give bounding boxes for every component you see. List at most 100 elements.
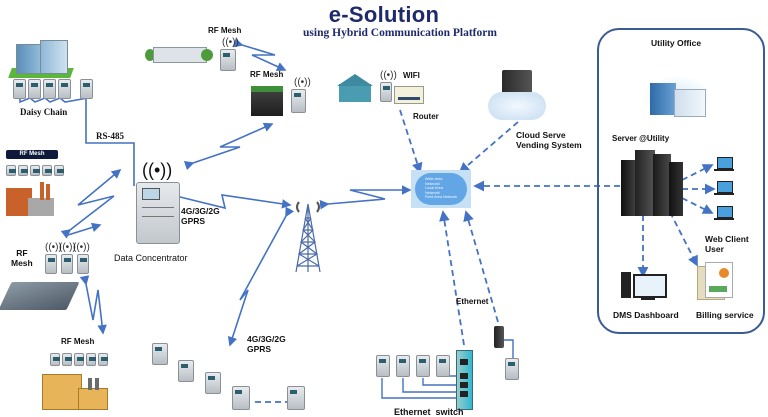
rf-link-concentrator-shop [183, 122, 274, 171]
shop-icon [251, 86, 283, 116]
label-cellular-lower: 4G/3G/2G GPRS [247, 334, 286, 354]
data-concentrator-icon [136, 182, 180, 244]
house-icon [145, 43, 213, 63]
meter-icon [50, 353, 60, 366]
server-web-3 [681, 197, 714, 214]
switch-wire-1 [381, 378, 462, 399]
label-server-utility: Server @Utility [612, 134, 670, 143]
meter-icon [58, 79, 71, 99]
label-ethernet-switch: Ethernet switch [394, 407, 464, 417]
rf-link-factory [60, 168, 122, 239]
wifi-icon: ((•)) [380, 70, 397, 81]
utility-office-title: Utility Office [651, 38, 702, 48]
switch-wire-3 [422, 378, 462, 386]
server-rack-icon [621, 150, 683, 218]
laptop-icon [714, 181, 734, 195]
wifi-icon: ((•)) [294, 77, 311, 88]
cellular-link-lower [227, 206, 295, 347]
label-cellular-upper: 4G/3G/2G GPRS [181, 206, 220, 226]
network-cloud: Wide Area Network/ Local Area Network/ F… [411, 170, 471, 208]
switch-cloud-link [439, 210, 465, 346]
meter-icon [45, 254, 57, 274]
meter-icon [98, 353, 108, 366]
label-rs485: RS-485 [96, 131, 125, 141]
label-rf-mesh-plant: RF Mesh [11, 248, 33, 268]
meter-icon [62, 353, 72, 366]
rf-mesh-badge [6, 150, 58, 159]
meter-icon [178, 360, 194, 382]
wifi-icon: ((•)) [73, 242, 90, 253]
ethernet-cloud-link [463, 210, 499, 323]
rf-link-bottom [79, 275, 107, 335]
meter-icon [416, 355, 430, 377]
meter-icon [152, 343, 168, 365]
diagram-title: e-Solution [328, 2, 440, 27]
ethernet-switch-icon [456, 350, 473, 410]
plant-icon [0, 282, 80, 310]
meter-icon [30, 165, 40, 176]
meter-icon [287, 386, 305, 410]
rf-link-top [232, 38, 287, 72]
meter-icon [86, 353, 96, 366]
tower-cloud-link [319, 185, 412, 210]
rs485-wire [85, 96, 135, 186]
cellular-link-upper [171, 190, 292, 210]
label-rf-mesh-house: RF Mesh [208, 26, 242, 35]
label-daisy-chain: Daisy Chain [20, 107, 68, 117]
meter-icon [13, 79, 26, 99]
label-rf-mesh-shop: RF Mesh [250, 70, 284, 79]
meter-icon [28, 79, 41, 99]
meter-icon [80, 79, 93, 99]
rf-link-plant [67, 222, 102, 236]
factory-icon [42, 370, 108, 410]
label-data-concentrator: Data Concentrator [114, 253, 188, 263]
dms-dashboard-icon [621, 272, 667, 302]
meter-icon [74, 353, 84, 366]
meter-icon [54, 165, 64, 176]
network-cloud-text: Wide Area Network/ Local Area Network/ F… [425, 177, 458, 199]
factory-icon [6, 180, 54, 218]
wifi-icon: ((•)) [222, 37, 239, 48]
meter-icon [6, 165, 16, 176]
meter-icon [376, 355, 390, 377]
diagram-subtitle: using Hybrid Communication Platform [303, 27, 497, 39]
laptop-icon [714, 157, 734, 171]
cloudserver-cloud-link [458, 121, 519, 174]
label-ethernet: Ethernet [456, 297, 489, 306]
server-web-1 [681, 164, 714, 181]
label-dms-dashboard: DMS Dashboard [613, 310, 679, 320]
modem-meter-wire [503, 339, 514, 358]
meter-icon [232, 386, 250, 410]
router-icon [394, 86, 424, 104]
utility-office-panel [597, 28, 765, 334]
label-wifi: WIFI [403, 71, 420, 80]
billing-report-icon [697, 262, 733, 300]
meter-icon [77, 254, 89, 274]
meter-icon [18, 165, 28, 176]
office-building-daisy [8, 38, 74, 80]
meter-icon [380, 82, 392, 102]
wifi-icon: ((•)) [59, 242, 76, 253]
meter-icon [205, 372, 221, 394]
modem-icon [494, 326, 504, 348]
wifi-icon: ((•)) [142, 160, 173, 180]
home-icon [337, 74, 375, 102]
label-rf-mesh-bottom: RF Mesh [61, 337, 95, 346]
wifi-icon: ((•)) [45, 242, 62, 253]
meter-icon [42, 165, 52, 176]
meter-icon [43, 79, 56, 99]
cell-tower-icon [292, 198, 324, 274]
laptop-icon [714, 206, 734, 220]
meter-icon [505, 358, 519, 380]
meter-icon [61, 254, 73, 274]
label-router: Router [413, 112, 439, 121]
office-building-icon [642, 75, 712, 120]
meter-icon [291, 89, 306, 113]
cloud-server-icon [488, 70, 546, 122]
meter-icon [436, 355, 450, 377]
label-web-client-user: Web Client User [705, 234, 749, 254]
label-cloud-server: Cloud Serve Vending System [516, 130, 582, 150]
label-rf-mesh-badge: RF Mesh [19, 151, 45, 157]
router-cloud-link [399, 109, 423, 174]
switch-wire-2 [402, 378, 462, 393]
